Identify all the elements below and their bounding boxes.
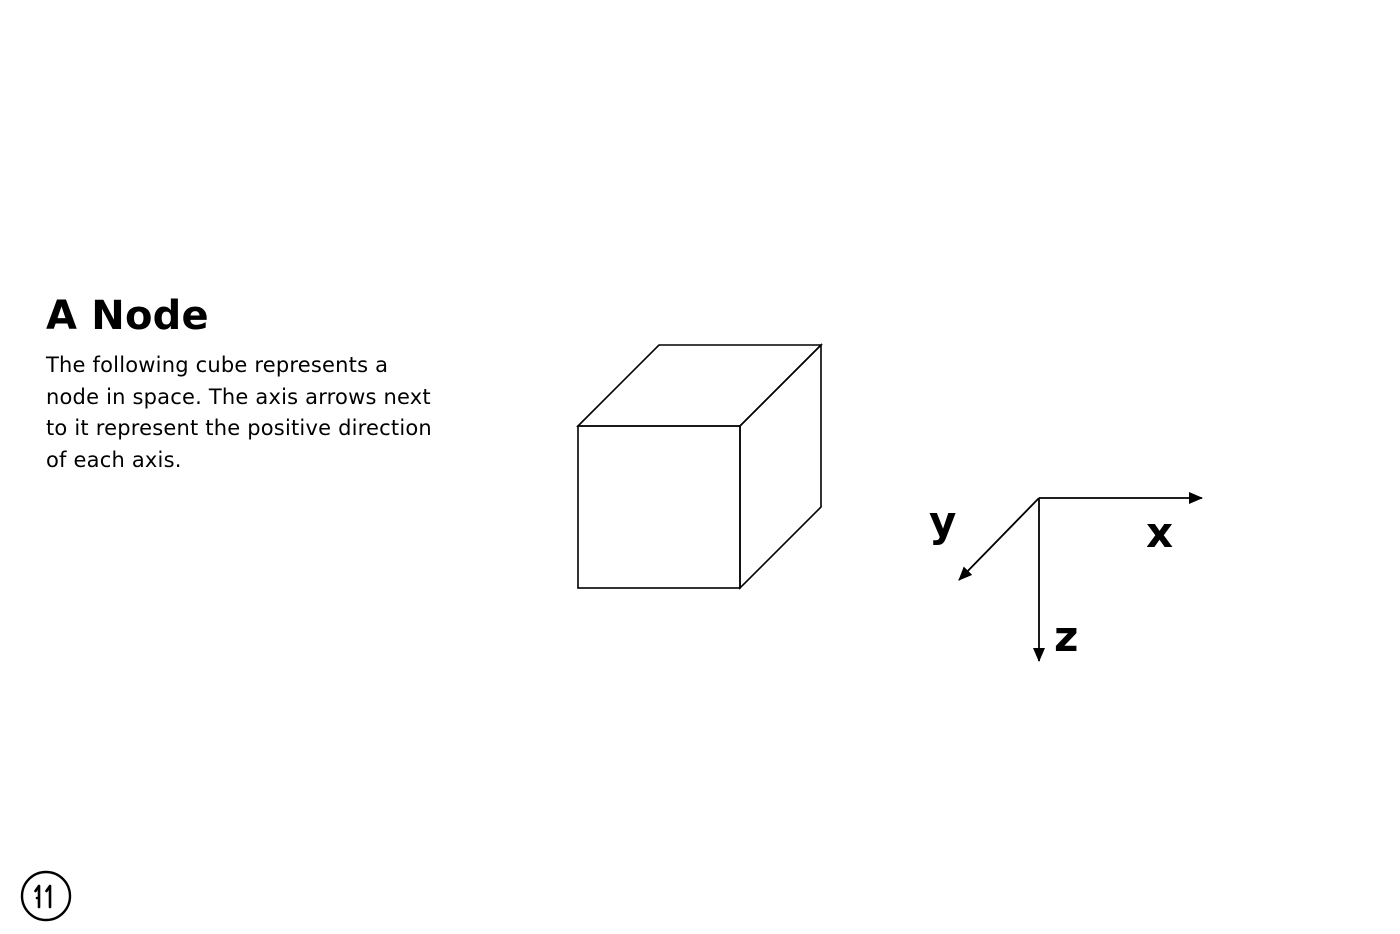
text-block: A Node The following cube represents a n… [46, 290, 436, 476]
page-title: A Node [46, 293, 209, 339]
cube-side-face [739, 343, 822, 590]
y-axis-label: y [929, 497, 956, 546]
cube-front-face [577, 425, 741, 589]
brand-logo-icon [20, 870, 72, 922]
logo-graphic [20, 870, 72, 922]
cube [576, 343, 823, 590]
z-axis-label: z [1054, 612, 1078, 661]
description-text: The following cube represents a node in … [46, 353, 432, 472]
cube-top-face [576, 344, 823, 427]
x-axis-label: x [1146, 508, 1173, 557]
y-axis-arrow [958, 497, 1040, 581]
axis-arrows [958, 492, 1203, 662]
